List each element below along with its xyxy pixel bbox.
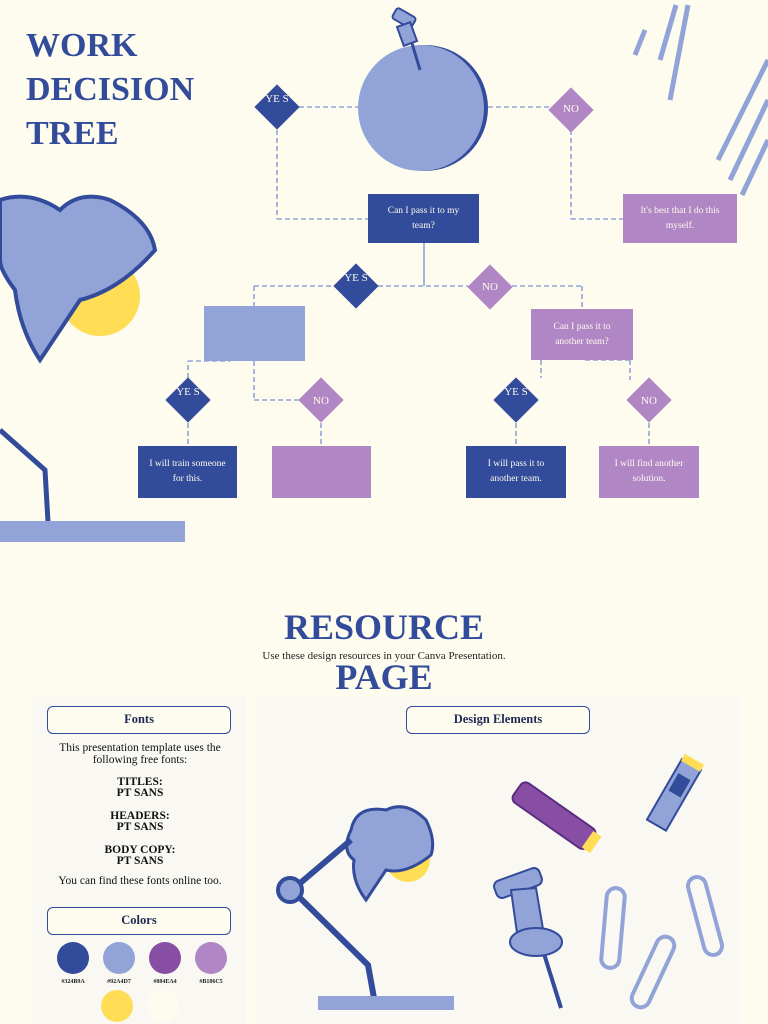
body-font: PT SANS [116, 855, 164, 867]
titles-label: TITLES: [117, 776, 163, 788]
page-title: WORK DECISION TREE [26, 24, 194, 156]
colors-heading: Colors [47, 907, 231, 935]
top-no-label: NO [563, 103, 579, 115]
mid-yes-label: YE S [344, 272, 368, 284]
title-line: TREE [26, 115, 119, 152]
pencil-icon [645, 753, 704, 832]
swatch-label: #92A4D7 [107, 979, 131, 985]
titles-font: PT SANS [116, 787, 164, 799]
root-question-box: Can I pass it to my team? [368, 194, 479, 243]
design-elements-art [276, 753, 725, 1010]
design-elements-panel [256, 696, 740, 1024]
root-question-text: Can I pass it to my team? [387, 205, 460, 231]
headers-font: PT SANS [116, 821, 164, 833]
body-label: BODY COPY: [104, 844, 176, 856]
top-no-result-box: It's best that I do this myself. [623, 194, 737, 243]
swatch-label: #324B9A [61, 979, 85, 985]
hatch-decoration [632, 4, 768, 197]
resource-title-text: RESOURCE PAGE [283, 607, 485, 697]
right-yes-label: YE S [504, 386, 528, 398]
leaf-train-box: I will train someone for this. [138, 446, 237, 498]
left-yes-label: YE S [176, 386, 200, 398]
design-elements-heading: Design Elements [406, 706, 590, 734]
top-no-result-text: It's best that I do this myself. [640, 205, 720, 231]
leaf-pass-text: I will pass it to another team. [487, 459, 545, 484]
leaf-train-text: I will train someone for this. [149, 459, 226, 484]
swatch-label: #B186C5 [199, 979, 223, 985]
left-no-label: NO [313, 395, 329, 407]
marker-icon [511, 781, 602, 854]
resource-title: RESOURCE PAGE [0, 602, 768, 702]
swatch-purple [149, 942, 181, 974]
tree-connectors [187, 106, 650, 446]
swatch-light-blue [103, 942, 135, 974]
swatch-yellow [101, 990, 133, 1022]
leaf-blank-box [272, 446, 371, 498]
desk-lamp-icon [276, 805, 454, 1010]
swatch-dark-blue [57, 942, 89, 974]
right-no-label: NO [641, 395, 657, 407]
swatch-cream [147, 990, 179, 1022]
resource-subtitle: Use these design resources in your Canva… [262, 650, 506, 662]
yes-branch-blank-box [204, 306, 305, 361]
headers-label: HEADERS: [110, 810, 170, 822]
mid-no-question-text: Can I pass it to another team? [553, 321, 611, 347]
top-yes-label: YE S [265, 93, 289, 105]
mid-no-question-box: Can I pass it to another team? [531, 309, 633, 360]
fonts-intro: This presentation template uses the foll… [59, 742, 221, 766]
swatch-label: #884EA4 [153, 979, 177, 985]
title-line: WORK [26, 27, 138, 64]
lamp-illustration [0, 194, 185, 542]
fonts-note: You can find these fonts online too. [58, 875, 222, 887]
decoration-layer [0, 4, 768, 542]
leaf-pass-box: I will pass it to another team. [466, 446, 566, 498]
leaf-find-text: I will find another solution. [614, 459, 684, 484]
title-line: DECISION [26, 71, 195, 108]
push-pin-icon [493, 867, 563, 1009]
mid-no-label: NO [482, 281, 498, 293]
pin-circle-illustration [358, 7, 488, 171]
fonts-heading: Fonts [47, 706, 231, 734]
swatch-lilac [195, 942, 227, 974]
paper-clips-icon [599, 875, 725, 1010]
leaf-find-box: I will find another solution. [599, 446, 699, 498]
